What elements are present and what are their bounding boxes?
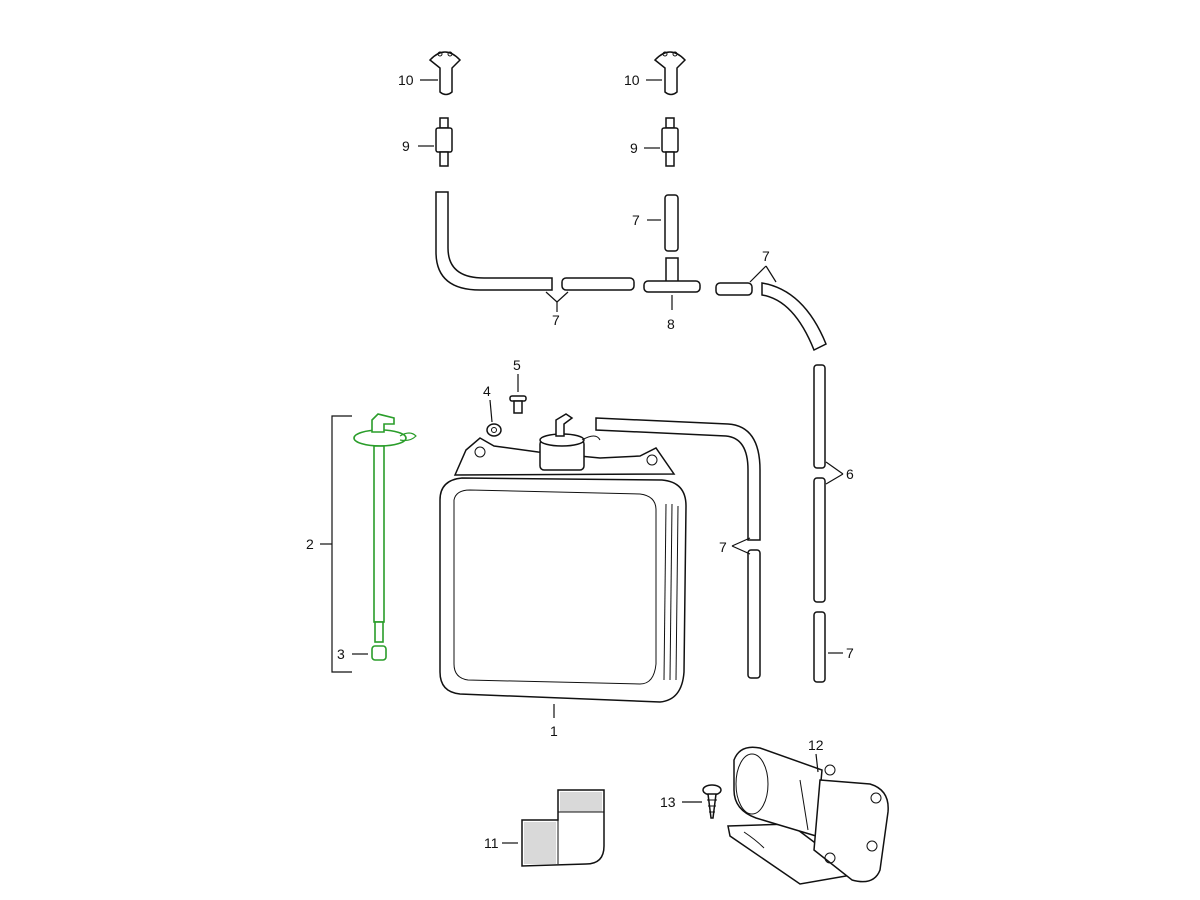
callout-13: 13 xyxy=(660,794,676,810)
level-sender-unit[interactable] xyxy=(353,413,417,643)
leader-4 xyxy=(489,399,493,423)
callout-7-upper-center: 7 xyxy=(632,212,640,228)
leader-6-b xyxy=(825,473,844,485)
washer-tank[interactable] xyxy=(439,413,687,703)
hose-upper-left-straight[interactable] xyxy=(561,277,635,291)
callout-9-left: 9 xyxy=(402,138,410,154)
hose-tank-long[interactable] xyxy=(595,417,761,541)
pump-screw[interactable] xyxy=(702,784,722,819)
hose-upper-right-short[interactable] xyxy=(715,282,753,296)
hose-right-upper[interactable] xyxy=(813,364,826,469)
foam-pad[interactable] xyxy=(521,789,605,867)
callout-10-right: 10 xyxy=(624,72,640,88)
level-sender-tip[interactable] xyxy=(371,645,387,661)
bracket-2 xyxy=(331,415,352,673)
leader-7-tank-a xyxy=(731,537,751,547)
check-valve-left[interactable] xyxy=(435,117,453,167)
callout-1: 1 xyxy=(550,723,558,739)
hose-upper-right-bent[interactable] xyxy=(761,282,827,352)
callout-9-right: 9 xyxy=(630,140,638,156)
leader-7-upper-right-b xyxy=(765,265,777,283)
hose-upper-center[interactable] xyxy=(664,194,679,252)
t-piece[interactable] xyxy=(643,257,701,293)
hose-upper-left-bent[interactable] xyxy=(435,191,553,291)
callout-3: 3 xyxy=(337,646,345,662)
callout-7-upper-right: 7 xyxy=(762,248,770,264)
callout-7-tank: 7 xyxy=(719,539,727,555)
nozzle-right[interactable] xyxy=(653,51,687,96)
leader-12 xyxy=(815,753,819,773)
callout-6: 6 xyxy=(846,466,854,482)
leader-7-upper-right-a xyxy=(749,265,767,283)
check-valve-right[interactable] xyxy=(661,117,679,167)
callout-4: 4 xyxy=(483,383,491,399)
callout-5: 5 xyxy=(513,357,521,373)
leader-6-a xyxy=(825,461,844,475)
washer-pump[interactable] xyxy=(727,746,889,885)
callout-2: 2 xyxy=(306,536,314,552)
leader-7-upper-left-a xyxy=(545,291,558,303)
callout-12: 12 xyxy=(808,737,824,753)
callout-7-right-lower: 7 xyxy=(846,645,854,661)
grommet[interactable] xyxy=(486,423,502,437)
callout-8: 8 xyxy=(667,316,675,332)
callout-10-left: 10 xyxy=(398,72,414,88)
hose-right-lower[interactable] xyxy=(813,611,826,683)
callout-7-upper-left: 7 xyxy=(552,312,560,328)
screw[interactable] xyxy=(509,395,527,414)
nozzle-left[interactable] xyxy=(428,51,462,96)
leader-7-upper-left-b xyxy=(556,291,569,303)
hose-tank-lower[interactable] xyxy=(747,549,761,679)
callout-11: 11 xyxy=(484,835,499,851)
leader-7-tank-b xyxy=(731,545,751,555)
hose-right-middle[interactable] xyxy=(813,477,826,603)
